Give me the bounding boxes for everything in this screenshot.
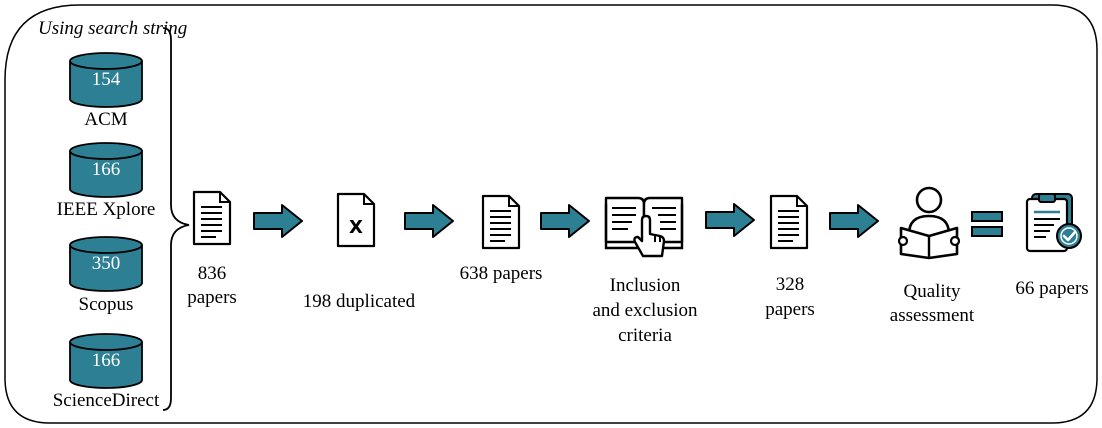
- quality-line2: assessment: [889, 305, 975, 326]
- outer-border: [4, 4, 1098, 424]
- database-scopus-icon: 350: [68, 236, 144, 292]
- total-count-line1: 836: [197, 263, 227, 284]
- person-reading-icon: [897, 186, 961, 260]
- document-icon: [481, 194, 521, 250]
- criteria-line1: Inclusion: [609, 275, 681, 296]
- document-icon: [192, 190, 232, 246]
- database-ieee-label: IEEE Xplore: [56, 199, 156, 220]
- after-dedup-label: 638 papers: [459, 263, 543, 284]
- total-count-line2: papers: [187, 287, 237, 308]
- grouping-brace: [162, 27, 190, 411]
- after-criteria-line2: papers: [765, 299, 815, 320]
- criteria-line3: criteria: [618, 325, 672, 346]
- database-scopus-label: Scopus: [78, 294, 134, 315]
- database-ieee-icon: 166: [68, 142, 144, 198]
- database-acm-count: 154: [91, 69, 121, 90]
- equals-icon: [971, 211, 1003, 237]
- database-acm-icon: 154: [68, 52, 144, 108]
- quality-line1: Quality: [903, 281, 961, 302]
- document-icon: [769, 194, 809, 250]
- after-criteria-line1: 328: [775, 274, 805, 295]
- svg-text:X: X: [349, 217, 363, 238]
- duplicated-label: 198 duplicated: [302, 291, 416, 312]
- book-pointing-hand-icon: [604, 196, 684, 258]
- search-string-label: Using search string: [38, 18, 188, 39]
- database-sciencedirect-count: 166: [91, 350, 121, 371]
- document-x-icon: X: [336, 192, 376, 248]
- database-sciencedirect-label: ScienceDirect: [52, 390, 160, 411]
- database-ieee-count: 166: [91, 159, 121, 180]
- right-arrow-icon: [705, 203, 755, 237]
- right-arrow-icon: [829, 204, 879, 238]
- approved-document-icon: [1025, 193, 1082, 253]
- right-arrow-icon: [253, 204, 303, 238]
- database-sciencedirect-icon: 166: [68, 333, 144, 389]
- final-count-label: 66 papers: [1015, 278, 1089, 299]
- database-acm-label: ACM: [84, 109, 128, 130]
- right-arrow-icon: [404, 204, 454, 238]
- database-scopus-count: 350: [91, 253, 121, 274]
- criteria-line2: and exclusion: [592, 300, 698, 321]
- right-arrow-icon: [540, 204, 590, 238]
